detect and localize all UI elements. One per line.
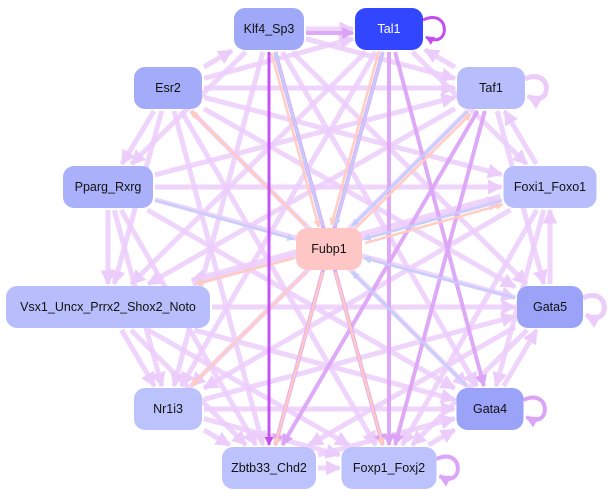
edge-Taf1-to-Fubp1 [351, 110, 469, 227]
edge-Fubp1-to-Foxi1_Foxo1 [364, 202, 504, 245]
edge-Fubp1-to-Klf4_Sp3 [273, 51, 324, 227]
node-box [222, 447, 316, 489]
node-box [134, 67, 202, 109]
node-esr2[interactable]: Esr2 [134, 67, 202, 109]
node-label: Taf1 [479, 81, 503, 95]
node-box [503, 166, 597, 208]
edge-Nr1i3-to-Foxp1_Foxj2 [203, 416, 341, 459]
node-label: Vsx1_Uncx_Prrx2_Shox2_Noto [20, 300, 196, 314]
edge-Esr2-to-Klf4_Sp3 [202, 48, 234, 70]
node-pparg_rxrg[interactable]: Pparg_Rxrg [63, 166, 153, 208]
edge-Klf4_Sp3-to-Gata4 [280, 50, 479, 388]
edge-Pparg_Rxrg-to-Taf1 [154, 93, 457, 178]
node-box [296, 228, 362, 270]
edge-Fubp1-to-Nr1i3 [190, 271, 307, 387]
edge-Esr2-to-Pparg_Rxrg [119, 109, 157, 166]
node-label: Pparg_Rxrg [75, 180, 142, 194]
node-box [63, 166, 153, 208]
edge-Taf1-to-Zbtb33_Chd2 [280, 109, 480, 447]
node-box [355, 8, 423, 50]
node-label: Gata4 [473, 402, 507, 416]
node-vsx1[interactable]: Vsx1_Uncx_Prrx2_Shox2_Noto [6, 286, 210, 328]
edge-Pparg_Rxrg-to-Fubp1 [154, 198, 295, 241]
node-label: Foxp1_Foxj2 [353, 461, 425, 475]
node-tal1[interactable]: Tal1 [355, 8, 423, 50]
self-loop-Taf1 [523, 74, 549, 110]
node-box [6, 286, 210, 328]
edge-Fubp1-to-Taf1 [354, 112, 472, 230]
edge-Tal1-to-Fubp1 [329, 50, 381, 226]
node-label: Gata5 [533, 300, 567, 314]
node-zbtb33_chd2[interactable]: Zbtb33_Chd2 [222, 447, 316, 489]
edge-Foxi1_Foxo1-to-Fubp1 [363, 199, 502, 241]
edge-Taf1-to-Vsx1 [146, 106, 457, 287]
edge-Pparg_Rxrg-to-Gata4 [146, 207, 456, 391]
self-loop-Gata5 [581, 293, 607, 329]
self-loop-Foxp1_Foxj2 [435, 454, 460, 487]
edge-Esr2-to-Foxi1_Foxo1 [203, 94, 503, 179]
node-box [456, 388, 524, 430]
edge-Foxp1_Foxj2-to-Gata4 [427, 427, 456, 448]
edge-Fubp1-to-Vsx1 [194, 256, 295, 286]
node-klf4_sp3[interactable]: Klf4_Sp3 [234, 8, 304, 50]
node-nr1i3[interactable]: Nr1i3 [134, 388, 202, 430]
self-loop-Gata4 [522, 395, 547, 428]
edge-Fubp1-to-Foxp1_Foxj2 [334, 271, 385, 446]
edge-Tal1-to-Nr1i3 [179, 50, 378, 388]
edge-Vsx1-to-Nr1i3 [119, 328, 157, 388]
edge-Esr2-to-Gata5 [202, 106, 517, 290]
node-box [134, 388, 202, 430]
edge-Gata5-to-Fubp1 [363, 256, 516, 300]
node-gata5[interactable]: Gata5 [517, 286, 583, 328]
edge-Tal1-to-Fubp1 [333, 51, 384, 227]
edge-Esr2-to-Foxp1_Foxj2 [179, 109, 378, 447]
node-box [341, 447, 437, 489]
edge-Gata4-to-Fubp1 [351, 271, 468, 387]
node-taf1[interactable]: Taf1 [457, 67, 525, 109]
node-label: Zbtb33_Chd2 [231, 461, 307, 475]
edge-Klf4_Sp3-to-Fubp1 [270, 52, 321, 228]
node-label: Tal1 [378, 22, 401, 36]
node-label: Foxi1_Foxo1 [514, 180, 586, 194]
edge-Foxi1_Foxo1-to-Nr1i3 [202, 207, 512, 391]
node-label: Fubp1 [311, 242, 346, 256]
edge-Nr1i3-to-Zbtb33_Chd2 [202, 427, 231, 448]
node-label: Klf4_Sp3 [244, 22, 295, 36]
edge-Fubp1-to-Esr2 [190, 110, 307, 227]
node-fubp1[interactable]: Fubp1 [296, 228, 362, 270]
node-box [517, 286, 583, 328]
node-box [457, 67, 525, 109]
node-label: Esr2 [155, 81, 181, 95]
node-foxp1_foxj2[interactable]: Foxp1_Foxj2 [341, 447, 437, 489]
node-label: Nr1i3 [153, 402, 183, 416]
node-foxi1_foxo1[interactable]: Foxi1_Foxo1 [503, 166, 597, 208]
edge-Foxi1_Foxo1-to-Taf1 [502, 109, 539, 166]
edge-Gata4-to-Gata5 [501, 328, 539, 388]
edge-Taf1-to-Tal1 [423, 47, 457, 70]
edge-Vsx1-to-Foxp1_Foxj2 [146, 327, 351, 448]
node-box [234, 8, 304, 50]
edge-Fubp1-to-Zbtb33_Chd2 [273, 271, 324, 446]
self-loop-Tal1 [422, 16, 446, 45]
node-gata4[interactable]: Gata4 [456, 388, 524, 430]
